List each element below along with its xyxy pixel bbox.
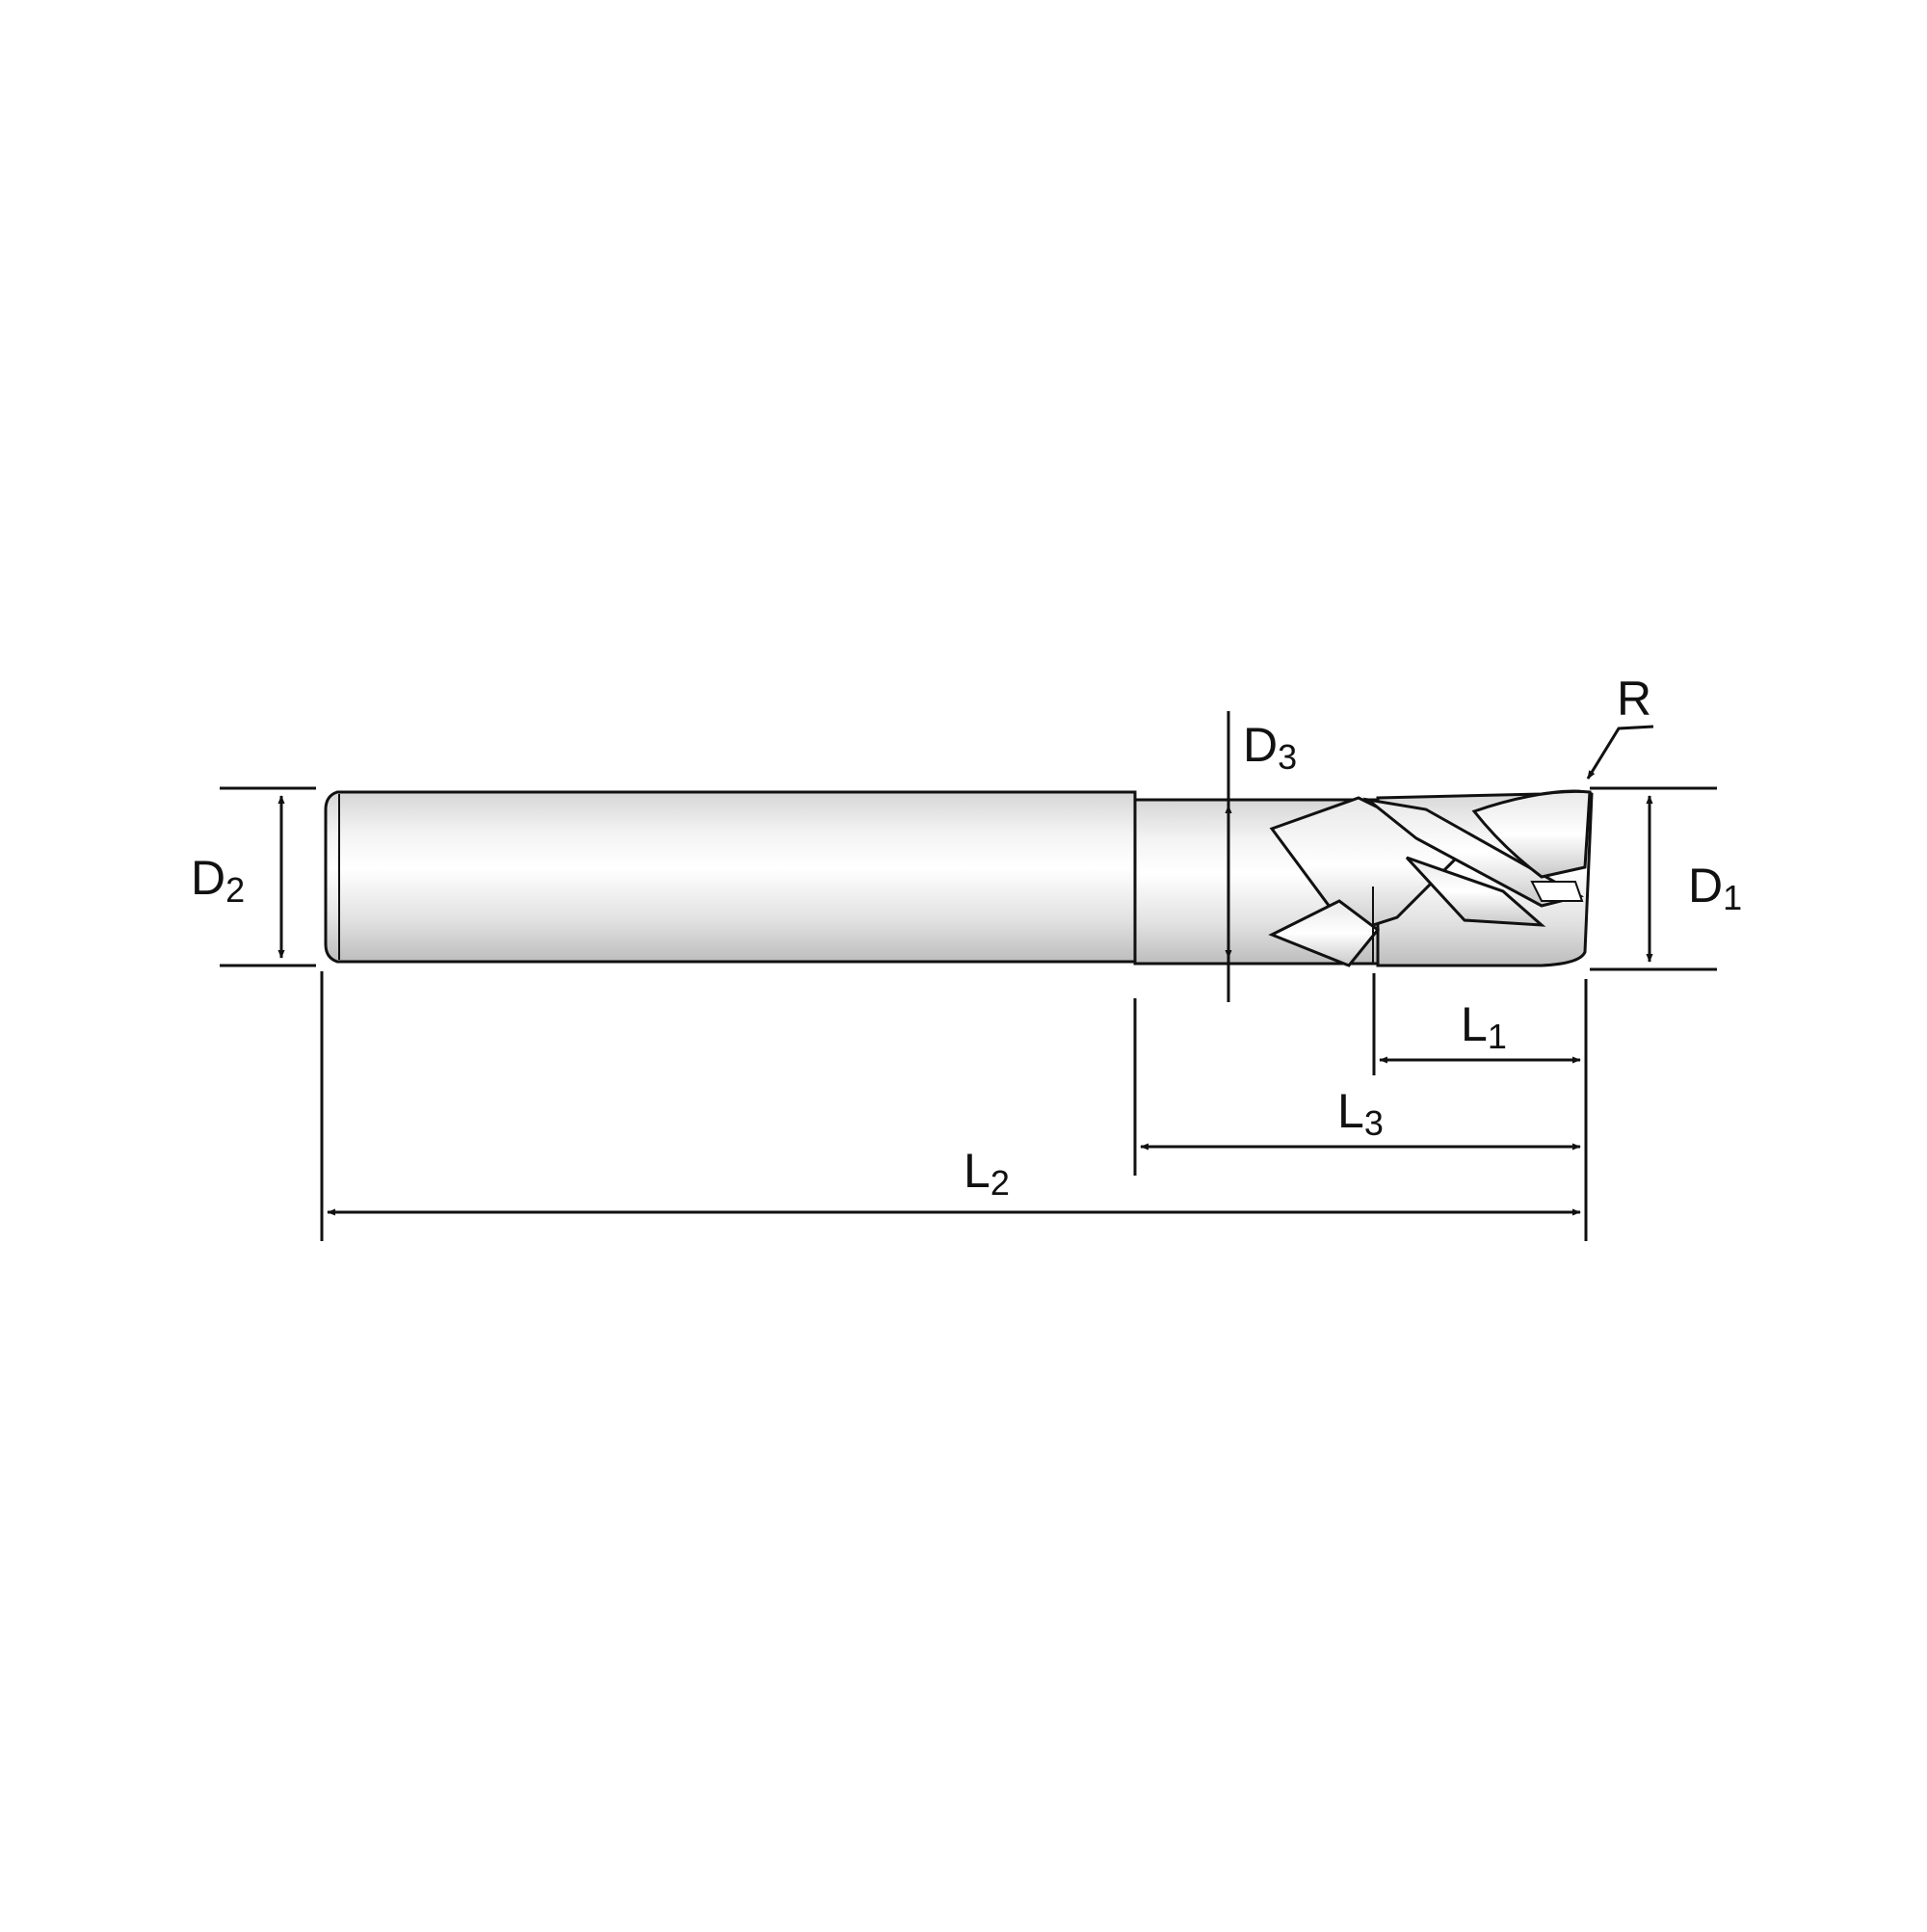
l2-label: L2 bbox=[964, 1144, 1010, 1203]
shank bbox=[324, 790, 1137, 964]
cutting-head bbox=[1268, 789, 1594, 967]
dimension-d1: D1 bbox=[1590, 786, 1742, 971]
d2-label: D2 bbox=[191, 851, 245, 910]
dimension-l2: L2 bbox=[327, 1144, 1581, 1216]
end-tooth bbox=[1530, 881, 1584, 902]
flute-4 bbox=[1405, 856, 1546, 927]
r-label: R bbox=[1617, 672, 1651, 726]
d1-label: D1 bbox=[1688, 859, 1742, 917]
d3-label: D3 bbox=[1243, 718, 1297, 777]
dimension-d3: D3 bbox=[1225, 711, 1297, 1002]
dimension-l1: L1 bbox=[1379, 997, 1581, 1064]
l1-label: L1 bbox=[1461, 997, 1507, 1056]
dimension-l3: L3 bbox=[1140, 1084, 1581, 1151]
r-leader-arrow bbox=[1586, 725, 1654, 780]
flute-5 bbox=[1471, 789, 1592, 879]
dimension-r: R bbox=[1586, 672, 1654, 780]
flute-2 bbox=[1268, 899, 1381, 967]
l3-label: L3 bbox=[1337, 1084, 1384, 1143]
dimension-d2: D2 bbox=[191, 786, 316, 967]
